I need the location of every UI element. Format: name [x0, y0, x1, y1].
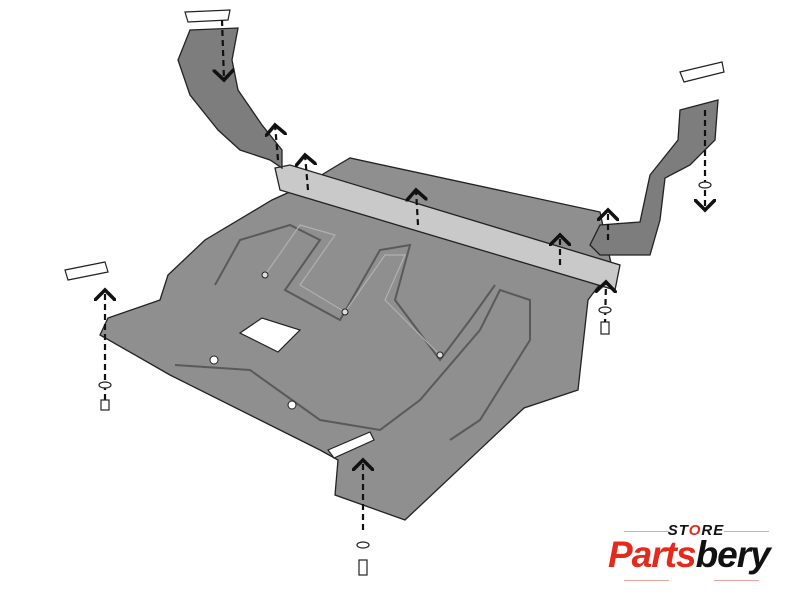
access-hole	[238, 317, 302, 353]
partsbery-logo: STORE Partsbery	[606, 518, 786, 588]
fastener-arrows	[105, 19, 705, 530]
logo-divider	[624, 531, 669, 532]
plate-rib	[174, 223, 531, 441]
logo-store-o: O	[688, 522, 702, 539]
right-bracket	[589, 99, 719, 256]
clip-nut	[64, 9, 725, 459]
plate-hole	[209, 355, 219, 365]
left-bracket	[177, 27, 283, 170]
logo-divider	[624, 580, 669, 581]
logo-brand-red: Parts	[608, 534, 697, 575]
logo-divider	[724, 531, 769, 532]
logo-divider	[714, 580, 759, 581]
plate-hole	[261, 271, 269, 279]
bolt	[98, 181, 712, 576]
logo-brand-black: bery	[695, 534, 771, 575]
plate-hole	[436, 351, 444, 359]
plate-hole	[341, 308, 349, 316]
logo-brand: Partsbery	[608, 534, 771, 576]
plate-hole	[287, 400, 297, 410]
cross-bar	[274, 164, 621, 291]
logo-store-text: STORE	[667, 522, 725, 539]
